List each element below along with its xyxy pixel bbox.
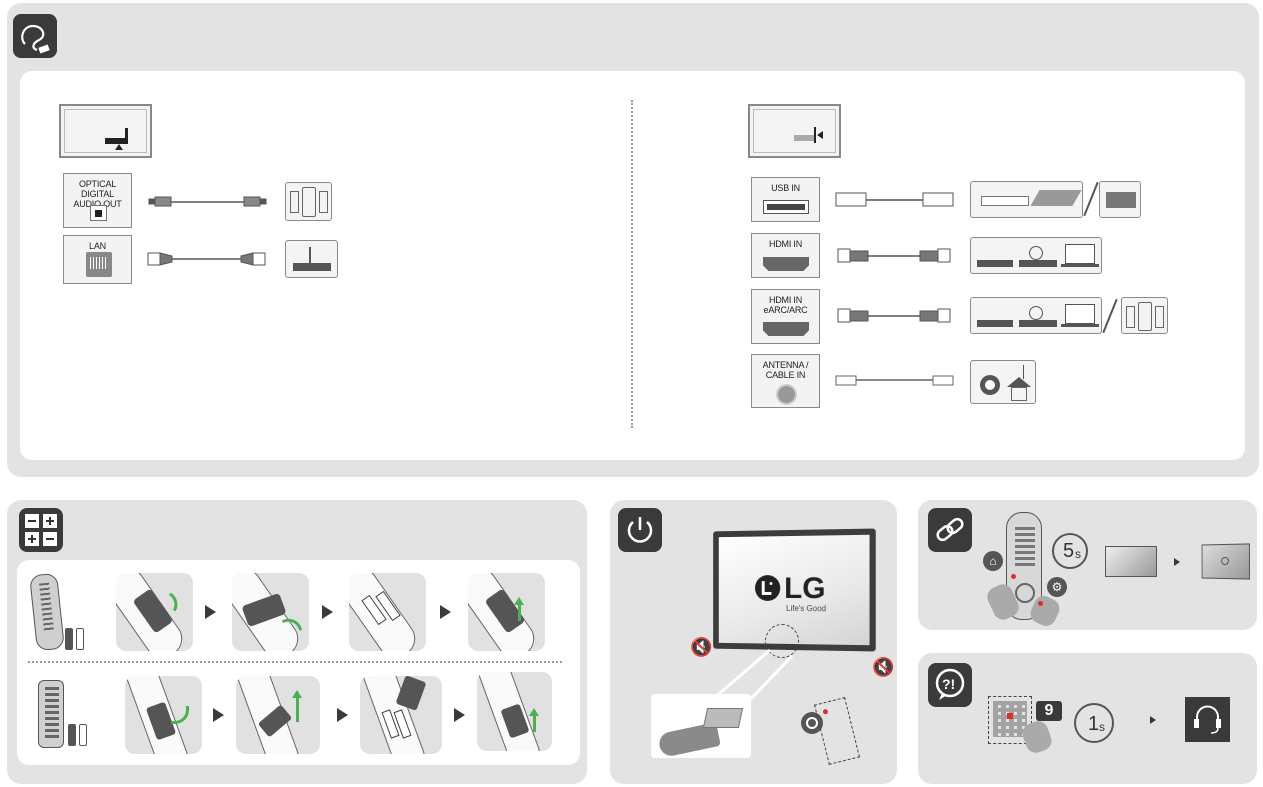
port-antenna: ANTENNA / CABLE IN [751, 354, 820, 408]
tv-rear-left [59, 104, 152, 158]
press-dot-home [1011, 574, 1016, 579]
battery-step-1 [116, 573, 193, 651]
port-usb: USB IN [751, 177, 820, 222]
home-button-icon: ⌂ [983, 551, 1003, 571]
port-hdmi-earc-label1: HDMI IN [768, 295, 803, 305]
tv-before-pairing [1105, 546, 1157, 577]
divider-vertical [631, 100, 633, 428]
pairing-arrow [1174, 558, 1180, 566]
battery-step-4 [468, 573, 545, 651]
battery-step-5 [125, 676, 202, 754]
router-icon [285, 240, 338, 278]
speaker-earc-icon [1121, 297, 1168, 334]
port-optical: OPTICAL DIGITAL AUDIO OUT [63, 173, 132, 228]
battery-pair-1 [65, 626, 85, 650]
step-arrow-5 [337, 708, 348, 722]
settings-button-icon: ⚙ [1047, 577, 1067, 597]
port-antenna-label2: CABLE IN [765, 370, 806, 380]
port-optical-label2: AUDIO OUT [73, 199, 122, 209]
link-icon-badge [928, 508, 972, 552]
power-icon [627, 517, 653, 543]
port-hdmi: HDMI IN [751, 233, 820, 278]
power-icon-badge [618, 508, 662, 552]
cable-icon [21, 24, 50, 54]
timer-icon-5s: 5 s [1052, 533, 1088, 569]
timer-5-unit: s [1075, 547, 1081, 561]
battery-icon-badge [19, 508, 63, 552]
lan-socket [86, 252, 112, 277]
player-laptop-earc-icon [970, 297, 1102, 334]
support-arrow [1150, 716, 1156, 724]
optical-cable [148, 196, 267, 207]
port-hdmi-label: HDMI IN [768, 239, 803, 249]
battery-step-6 [236, 676, 320, 754]
remote-power-illustration [795, 688, 865, 770]
port-hdmi-earc: HDMI IN eARC/ARC [751, 289, 820, 344]
battery-step-8 [477, 672, 552, 751]
port-usb-label: USB IN [771, 183, 800, 193]
antenna-icon [970, 360, 1036, 404]
help-icon-badge: ?! [928, 663, 972, 707]
port-lan-label: LAN [89, 241, 106, 251]
usb-stick-icon [1099, 181, 1141, 218]
cable-icon-badge [13, 14, 57, 58]
timer-1-value: 1 [1088, 713, 1100, 735]
hand-press-illustration [651, 694, 751, 758]
power-button-callout [765, 624, 799, 658]
press-dot-settings [1038, 601, 1043, 606]
tv-after-pairing [1201, 543, 1250, 580]
standard-remote-icon [38, 680, 64, 748]
player-laptop-icon [970, 237, 1102, 274]
usb-cable [835, 192, 954, 207]
svg-text:?!: ?! [942, 676, 955, 692]
headset-icon [1185, 697, 1230, 742]
key-nine-badge: 9 [1036, 701, 1062, 721]
speaker-icon [285, 182, 332, 221]
antenna-cable [835, 375, 954, 386]
step-arrow-4 [213, 708, 224, 722]
optical-socket [90, 205, 107, 221]
timer-1-unit: s [1099, 720, 1105, 734]
port-lan: LAN [63, 235, 132, 284]
hdmi-cable [837, 248, 951, 263]
step-arrow-2 [322, 605, 333, 619]
battery-step-2 [232, 573, 309, 651]
mute-icon-right: 🔇 [872, 657, 895, 677]
step-arrow-3 [440, 605, 451, 619]
step-arrow-1 [205, 605, 216, 619]
step-arrow-6 [454, 708, 465, 722]
battery-icon [25, 514, 57, 546]
battery-divider [28, 661, 562, 663]
pairing-panel [918, 500, 1257, 630]
battery-pair-2 [68, 724, 88, 748]
mute-icon-left: 🔇 [690, 637, 713, 657]
timer-icon-1s: 1 s [1074, 703, 1114, 743]
port-antenna-label1: ANTENNA / [762, 360, 809, 370]
link-icon [936, 517, 964, 542]
help-icon: ?! [935, 668, 965, 700]
hdmi-earc-cable [837, 308, 951, 323]
battery-step-3 [349, 573, 426, 651]
port-hdmi-earc-label2: eARC/ARC [763, 305, 808, 315]
battery-step-7 [360, 676, 442, 754]
timer-5-value: 5 [1063, 540, 1075, 562]
tv-rear-right [748, 104, 841, 158]
usb-drive-icon [970, 181, 1083, 218]
lan-cable [147, 252, 266, 266]
port-optical-label1: OPTICAL DIGITAL [78, 179, 117, 199]
